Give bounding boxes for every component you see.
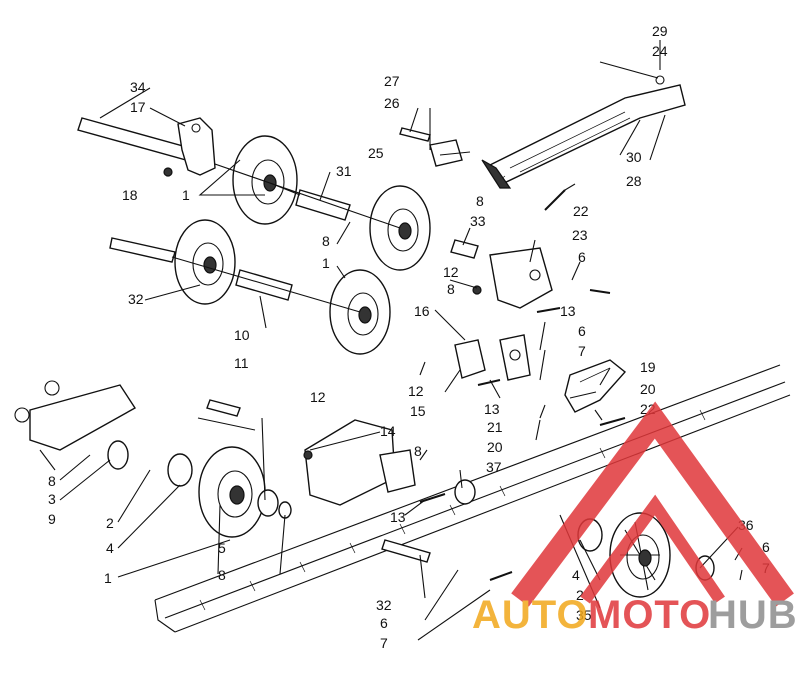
watermark-triangle-icon	[511, 401, 794, 607]
callout-7-c: 7	[380, 635, 388, 651]
callout-27: 27	[384, 73, 400, 89]
callout-25: 25	[368, 145, 384, 161]
callout-6-c: 6	[762, 539, 770, 555]
watermark-word-auto: AUTO	[472, 593, 589, 637]
callout-9: 9	[48, 511, 56, 527]
callout-6-a: 6	[578, 249, 586, 265]
callout-2-left: 2	[106, 515, 114, 531]
pivot-block-15-16	[454, 334, 531, 381]
callout-13-c: 13	[390, 509, 406, 525]
callout-20-a: 20	[640, 381, 656, 397]
wheel-middle-left	[174, 219, 236, 305]
callout-4-left: 4	[106, 540, 114, 556]
callout-26: 26	[384, 95, 400, 111]
callout-7-a: 7	[578, 343, 586, 359]
callout-15: 15	[410, 403, 426, 419]
wheel-lower-left	[198, 446, 266, 538]
watermark-inner-triangle-icon	[580, 494, 725, 604]
callout-34: 34	[130, 79, 146, 95]
callout-labels: 29 24 27 26 34 17 25 31 30 28 18 1 22 8 …	[48, 23, 770, 651]
callout-37: 37	[486, 459, 502, 475]
callout-24: 24	[652, 43, 668, 59]
callout-4-right: 4	[572, 567, 580, 583]
callout-30: 30	[626, 149, 642, 165]
callout-1-upper: 1	[182, 187, 190, 203]
callout-35: 35	[576, 607, 592, 623]
callout-13-a: 13	[560, 303, 576, 319]
callout-11: 11	[234, 355, 249, 371]
callout-2-right: 2	[576, 587, 584, 603]
callout-32-upper: 32	[128, 291, 144, 307]
callout-19: 19	[640, 359, 656, 375]
callout-32-lower: 32	[376, 597, 392, 613]
bracket-14	[303, 419, 416, 506]
callout-8-f: 8	[218, 567, 226, 583]
callout-1-middle: 1	[322, 255, 330, 271]
callout-12-b: 12	[408, 383, 424, 399]
callout-8-a: 8	[476, 193, 484, 209]
callout-23: 23	[572, 227, 588, 243]
callout-22-upper: 22	[573, 203, 589, 219]
frame-9	[14, 380, 136, 471]
callout-5: 5	[218, 540, 226, 556]
callout-20-b: 20	[487, 439, 503, 455]
callout-1-lower: 1	[104, 570, 112, 586]
watermark-word-moto: MOTO	[588, 593, 711, 637]
callout-33: 33	[470, 213, 486, 229]
bracket-17	[163, 117, 216, 177]
callout-14: 14	[380, 423, 396, 439]
callout-12-a: 12	[443, 264, 459, 280]
callout-28: 28	[626, 173, 642, 189]
pivot-block-19	[564, 359, 627, 413]
callout-31: 31	[336, 163, 352, 179]
leader-lines	[59, 61, 743, 641]
callout-10: 10	[234, 327, 250, 343]
callout-21: 21	[487, 419, 503, 435]
callout-8-c: 8	[447, 281, 455, 297]
watermark-logo: AUTO MOTO HUB	[472, 401, 798, 637]
callout-8-e: 8	[48, 473, 56, 489]
wheel-lower-right	[609, 512, 671, 598]
callout-6-d: 6	[380, 615, 388, 631]
callout-6-b: 6	[578, 323, 586, 339]
callout-29: 29	[652, 23, 668, 39]
mount-plate-23	[472, 247, 553, 309]
torque-arm-28	[481, 40, 686, 189]
shafts	[77, 117, 479, 563]
callout-13-b: 13	[484, 401, 500, 417]
callout-8-b: 8	[322, 233, 330, 249]
watermark-word-hub: HUB	[708, 593, 798, 637]
callout-3: 3	[48, 491, 56, 507]
callout-18: 18	[122, 187, 138, 203]
block-25	[399, 127, 463, 167]
callout-8-d: 8	[414, 443, 422, 459]
wheel-upper-left	[232, 135, 298, 225]
callout-12-c: 12	[310, 389, 326, 405]
callout-17: 17	[130, 99, 146, 115]
callout-16: 16	[414, 303, 430, 319]
